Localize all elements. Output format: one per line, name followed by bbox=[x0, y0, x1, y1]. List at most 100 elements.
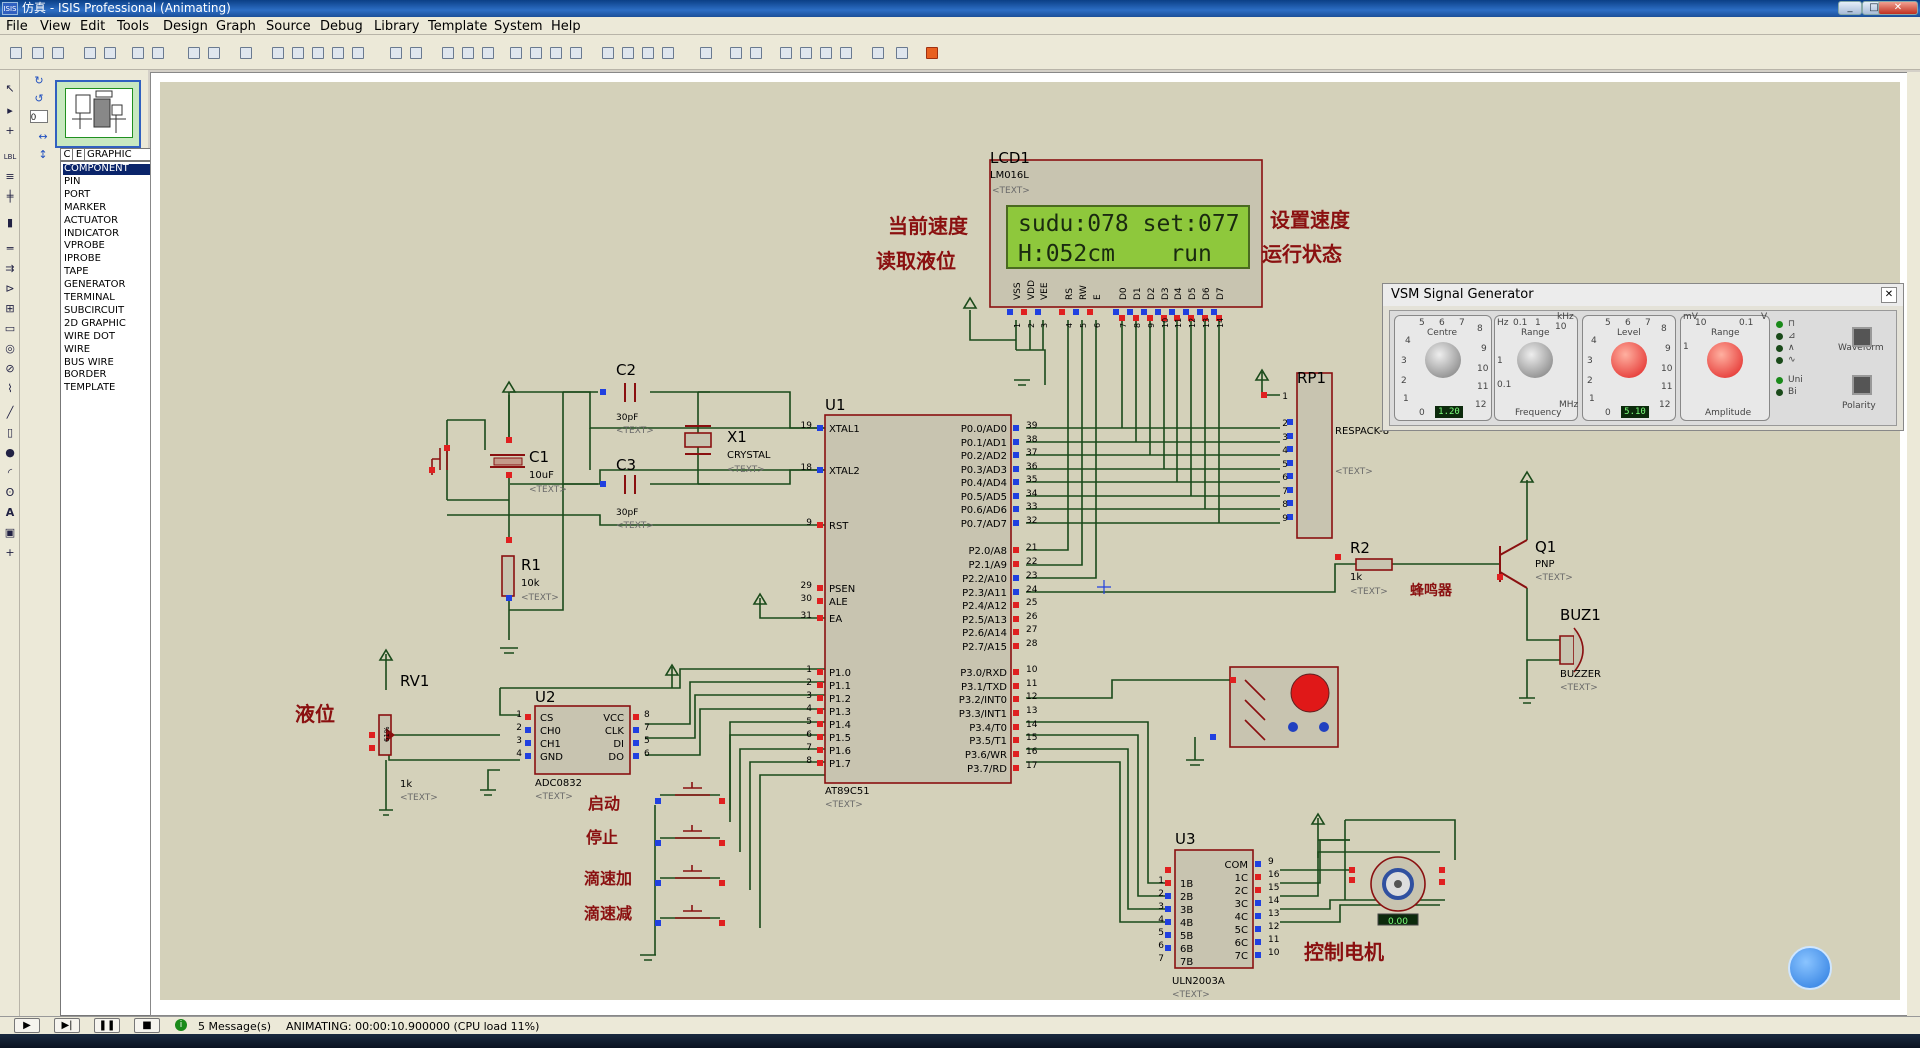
graphic-style-item[interactable]: IPROBE bbox=[64, 253, 101, 265]
amplitude-range-knob[interactable] bbox=[1707, 342, 1743, 378]
menu-tools[interactable]: Tools bbox=[117, 19, 150, 34]
graphic-style-item[interactable]: PIN bbox=[64, 175, 81, 187]
vsm-close-button[interactable]: ✕ bbox=[1881, 287, 1897, 303]
virtual-instruments-icon[interactable]: ⌇ bbox=[7, 382, 13, 395]
junction-dot-icon[interactable]: + bbox=[5, 124, 15, 137]
messages-count[interactable]: 5 Message(s) bbox=[198, 1020, 272, 1033]
wire-label-icon[interactable]: LBL bbox=[3, 153, 17, 161]
push-buttons[interactable] bbox=[675, 782, 710, 919]
menu-file[interactable]: File bbox=[6, 19, 28, 34]
waveform-button[interactable] bbox=[1852, 327, 1872, 347]
rotate-clockwise-icon[interactable]: ↻ bbox=[34, 74, 44, 87]
tab-component[interactable]: C bbox=[62, 149, 73, 160]
graphic-style-item[interactable]: WIRE DOT bbox=[64, 330, 115, 342]
2d-arc-icon[interactable]: ◜ bbox=[7, 466, 13, 479]
generator-icon[interactable]: ▭ bbox=[4, 322, 16, 335]
bom-icon[interactable] bbox=[840, 47, 852, 59]
graphic-style-item[interactable]: PORT bbox=[64, 188, 91, 200]
redo-icon[interactable] bbox=[410, 47, 422, 59]
paste-icon[interactable] bbox=[482, 47, 494, 59]
graphic-style-item[interactable]: ACTUATOR bbox=[64, 214, 119, 226]
bus-icon[interactable]: ╪ bbox=[6, 190, 14, 203]
import-icon[interactable] bbox=[84, 47, 96, 59]
menu-edit[interactable]: Edit bbox=[80, 19, 106, 34]
ares-icon[interactable] bbox=[926, 47, 938, 59]
2d-markers-icon[interactable]: + bbox=[5, 546, 15, 559]
subcircuit-icon[interactable]: ▮ bbox=[6, 216, 14, 229]
goto-sheet-icon[interactable] bbox=[820, 47, 832, 59]
2d-line-icon[interactable]: ╱ bbox=[6, 406, 14, 419]
origin-icon[interactable] bbox=[240, 47, 252, 59]
open-icon[interactable] bbox=[32, 47, 44, 59]
graphic-style-item[interactable]: GENERATOR bbox=[64, 279, 126, 291]
mirror-x-icon[interactable]: ↔ bbox=[38, 130, 48, 143]
menu-template[interactable]: Template bbox=[428, 19, 488, 34]
generator-port-1[interactable] bbox=[1288, 722, 1298, 732]
remove-sheet-icon[interactable] bbox=[800, 47, 812, 59]
cut-icon[interactable] bbox=[442, 47, 454, 59]
graphic-style-item[interactable]: VPROBE bbox=[64, 240, 105, 252]
generator-port-2[interactable] bbox=[1319, 722, 1329, 732]
graphic-style-item[interactable]: COMPONENT bbox=[63, 163, 167, 175]
menu-design[interactable]: Design bbox=[163, 19, 208, 34]
graphic-style-item[interactable]: 2D GRAPHIC bbox=[64, 317, 126, 329]
export-icon[interactable] bbox=[104, 47, 116, 59]
current-probe-icon[interactable]: ⊘ bbox=[5, 362, 15, 375]
device-pins-icon[interactable]: ⇉ bbox=[5, 262, 15, 275]
zoom-in-icon[interactable] bbox=[292, 47, 304, 59]
new-icon[interactable] bbox=[10, 47, 22, 59]
vertical-scrollbar[interactable] bbox=[1907, 72, 1920, 1016]
property-tool-icon[interactable] bbox=[750, 47, 762, 59]
graphic-style-item[interactable]: MARKER bbox=[64, 201, 107, 213]
level-knob[interactable] bbox=[1611, 342, 1647, 378]
undo-icon[interactable] bbox=[390, 47, 402, 59]
pause-button[interactable]: ❚❚ bbox=[94, 1018, 120, 1033]
graphic-style-item[interactable]: SUBCIRCUIT bbox=[64, 304, 125, 316]
2d-box-icon[interactable]: ▯ bbox=[6, 426, 14, 439]
rv1-wiper[interactable] bbox=[386, 728, 395, 742]
tab-edit[interactable]: E bbox=[74, 149, 85, 160]
2d-text-icon[interactable]: A bbox=[5, 506, 15, 519]
menu-help[interactable]: Help bbox=[551, 19, 581, 34]
2d-path-icon[interactable]: ʘ bbox=[5, 486, 15, 499]
decompose-icon[interactable] bbox=[662, 47, 674, 59]
2d-circle-icon[interactable]: ● bbox=[5, 446, 15, 459]
copy-icon[interactable] bbox=[462, 47, 474, 59]
text-script-icon[interactable]: ≡ bbox=[5, 170, 15, 183]
print-icon[interactable] bbox=[132, 47, 144, 59]
netlist-icon[interactable] bbox=[872, 47, 884, 59]
block-delete-icon[interactable] bbox=[570, 47, 582, 59]
package-tool-icon[interactable] bbox=[642, 47, 654, 59]
component-mode-icon[interactable]: ▸ bbox=[7, 104, 13, 117]
graphic-style-item[interactable]: BORDER bbox=[64, 369, 107, 381]
block-rotate-icon[interactable] bbox=[550, 47, 562, 59]
graphic-style-item[interactable]: INDICATOR bbox=[64, 227, 120, 239]
vsm-signal-generator-window[interactable]: VSM Signal Generator ✕ Centre 5 6 7 8 4 … bbox=[1382, 283, 1904, 431]
floating-assistant-button[interactable] bbox=[1788, 946, 1832, 990]
graphic-style-item[interactable]: TEMPLATE bbox=[64, 382, 116, 394]
graphic-style-item[interactable]: BUS WIRE bbox=[64, 356, 114, 368]
rotate-anticlockwise-icon[interactable]: ↺ bbox=[34, 92, 44, 105]
print-area-icon[interactable] bbox=[152, 47, 164, 59]
polarity-button[interactable] bbox=[1852, 375, 1872, 395]
2d-symbol-icon[interactable]: ▣ bbox=[4, 526, 16, 539]
zoom-all-icon[interactable] bbox=[332, 47, 344, 59]
pan-icon[interactable] bbox=[272, 47, 284, 59]
overview-window[interactable] bbox=[55, 80, 141, 148]
play-button[interactable]: ▶ bbox=[14, 1018, 40, 1033]
wire-autorouter-icon[interactable] bbox=[700, 47, 712, 59]
pick-device-icon[interactable] bbox=[602, 47, 614, 59]
frequency-range-knob[interactable] bbox=[1517, 342, 1553, 378]
reset-button[interactable] bbox=[431, 448, 448, 475]
terminals-icon[interactable]: ═ bbox=[6, 242, 14, 255]
generator-knob[interactable] bbox=[1290, 673, 1330, 713]
centre-knob[interactable] bbox=[1425, 342, 1461, 378]
menu-debug[interactable]: Debug bbox=[320, 19, 363, 34]
mirror-y-icon[interactable]: ↕ bbox=[38, 148, 48, 161]
erc-icon[interactable] bbox=[896, 47, 908, 59]
rotation-input[interactable] bbox=[30, 110, 48, 123]
menu-source[interactable]: Source bbox=[266, 19, 311, 34]
redraw-icon[interactable] bbox=[188, 47, 200, 59]
graphic-style-item[interactable]: TAPE bbox=[64, 266, 89, 278]
zoom-area-icon[interactable] bbox=[352, 47, 364, 59]
